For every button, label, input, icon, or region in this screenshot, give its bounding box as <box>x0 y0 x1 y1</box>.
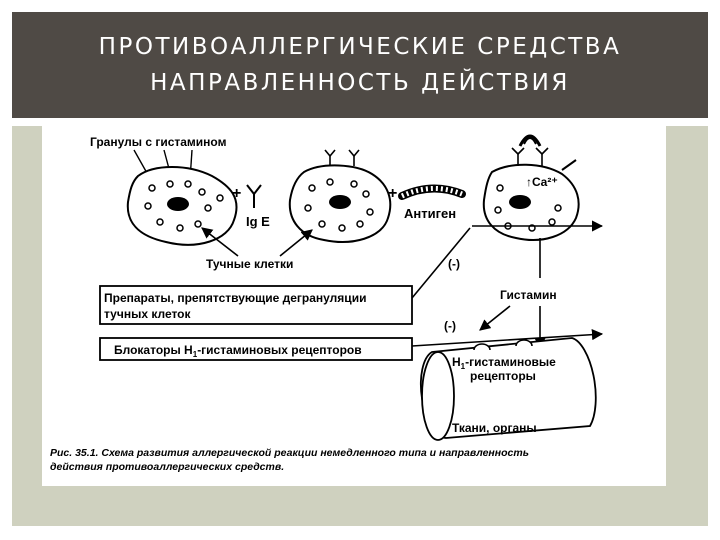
box-h1-blockers <box>99 337 413 361</box>
tissue-label: Ткани, органы <box>452 421 537 435</box>
box1-line2: тучных клеток <box>104 307 192 321</box>
box-degranulation-drugs <box>99 285 413 325</box>
box2-label: Блокаторы H1-гистаминовых рецепторов <box>114 343 362 359</box>
receptor-label-line2: рецепторы <box>470 369 536 383</box>
inhibition-line-2 <box>411 329 604 347</box>
box1-line1: Препараты, препятствующие дегрануляции <box>104 291 366 305</box>
mast-cells-label: Тучные клетки <box>206 257 293 271</box>
granules-label: Гранулы с гистамином <box>90 135 227 149</box>
inhibition-line-1 <box>411 227 471 299</box>
plus-sign-1: + <box>232 185 241 202</box>
slide-title-line-1: ПРОТИВОАЛЛЕРГИЧЕСКИЕ СРЕДСТВА <box>98 34 622 60</box>
mast-cell-2 <box>288 149 392 243</box>
slide-header: ПРОТИВОАЛЛЕРГИЧЕСКИЕ СРЕДСТВА НАПРАВЛЕНН… <box>12 12 708 118</box>
mast-cell-1 <box>126 166 238 246</box>
caption-line-2: действия противоаллергических средств. <box>50 461 284 473</box>
antigen-label: Антиген <box>404 206 456 221</box>
inhibition-label-2: (-) <box>444 319 456 333</box>
mast-cell-arrows <box>201 227 313 257</box>
slide-title-line-2: НАПРАВЛЕННОСТЬ ДЕЙСТВИЯ <box>150 70 570 96</box>
histamine-arrow-left <box>479 305 511 331</box>
histamine-label: Гистамин <box>500 288 557 302</box>
ige-antibody-icon <box>246 184 262 208</box>
ige-label: Ig E <box>246 214 270 229</box>
inhibition-label-1: (-) <box>448 257 460 271</box>
receptor-label-line1: H1-гистаминовые <box>452 355 556 371</box>
caption-line-1: Рис. 35.1. Схема развития аллергической … <box>50 447 529 459</box>
plus-sign-2: + <box>388 185 397 202</box>
calcium-label: ↑Ca²⁺ <box>526 175 558 189</box>
allergy-scheme-diagram: Гранулы с гистамином + Ig E <box>50 134 604 473</box>
diagram-figure: Гранулы с гистамином + Ig E <box>42 126 666 486</box>
tissue-cylinder <box>419 337 597 441</box>
antigen-icon <box>398 184 466 200</box>
